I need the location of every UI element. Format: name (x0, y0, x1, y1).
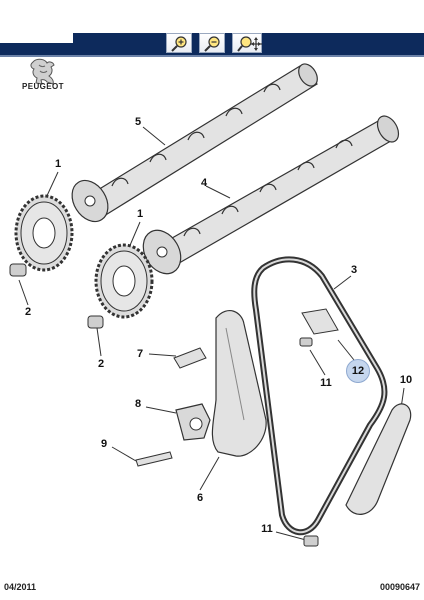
footer-date: 04/2011 (4, 582, 37, 592)
chain-tensioner (175, 403, 211, 441)
camshaft-intake (142, 115, 400, 275)
chain-tensioner-rail (211, 309, 267, 457)
camshaft-exhaust (71, 63, 318, 223)
callout-1-upper[interactable]: 1 (54, 158, 62, 170)
tensioner-pin (173, 347, 207, 369)
callout-12-highlighted[interactable]: 12 (346, 359, 370, 383)
top-toolbar (0, 33, 424, 57)
zoom-pan-button[interactable] (232, 33, 262, 53)
tensioner-bolt (135, 451, 173, 467)
chain-guide-lower (345, 403, 412, 515)
zoom-in-icon (171, 36, 187, 52)
timing-chain-inner (253, 258, 386, 534)
brand-name: PEUGEOT (22, 82, 64, 91)
toolbar-notch (0, 33, 73, 43)
zoom-pan-icon (237, 36, 262, 52)
callout-11-upper[interactable]: 11 (320, 377, 332, 389)
callout-3[interactable]: 3 (350, 264, 358, 276)
zoom-in-button[interactable] (166, 33, 192, 53)
callout-7[interactable]: 7 (136, 348, 144, 360)
callout-10[interactable]: 10 (399, 374, 413, 386)
peugeot-lion-logo (30, 58, 55, 85)
zoom-out-button[interactable] (199, 33, 225, 53)
footer-reference: 00090647 (379, 582, 420, 592)
callout-11-lower[interactable]: 11 (261, 523, 273, 535)
guide-bolt-lower (303, 535, 319, 547)
callout-2-upper[interactable]: 2 (24, 306, 32, 318)
callout-2-lower[interactable]: 2 (97, 358, 105, 370)
callout-1-lower[interactable]: 1 (136, 208, 144, 220)
chain-guide-upper (301, 308, 339, 335)
callout-8[interactable]: 8 (134, 398, 142, 410)
callout-9[interactable]: 9 (100, 438, 108, 450)
sprocket-upper (14, 194, 74, 272)
callout-6[interactable]: 6 (196, 492, 204, 504)
tensioner-rail-rib (225, 327, 245, 421)
callout-5[interactable]: 5 (134, 116, 142, 128)
sprocket-lower (94, 243, 154, 319)
sprocket-bolts (9, 263, 104, 329)
zoom-out-icon (204, 36, 220, 52)
callout-4[interactable]: 4 (200, 177, 208, 189)
guide-bolt-upper (299, 337, 313, 347)
